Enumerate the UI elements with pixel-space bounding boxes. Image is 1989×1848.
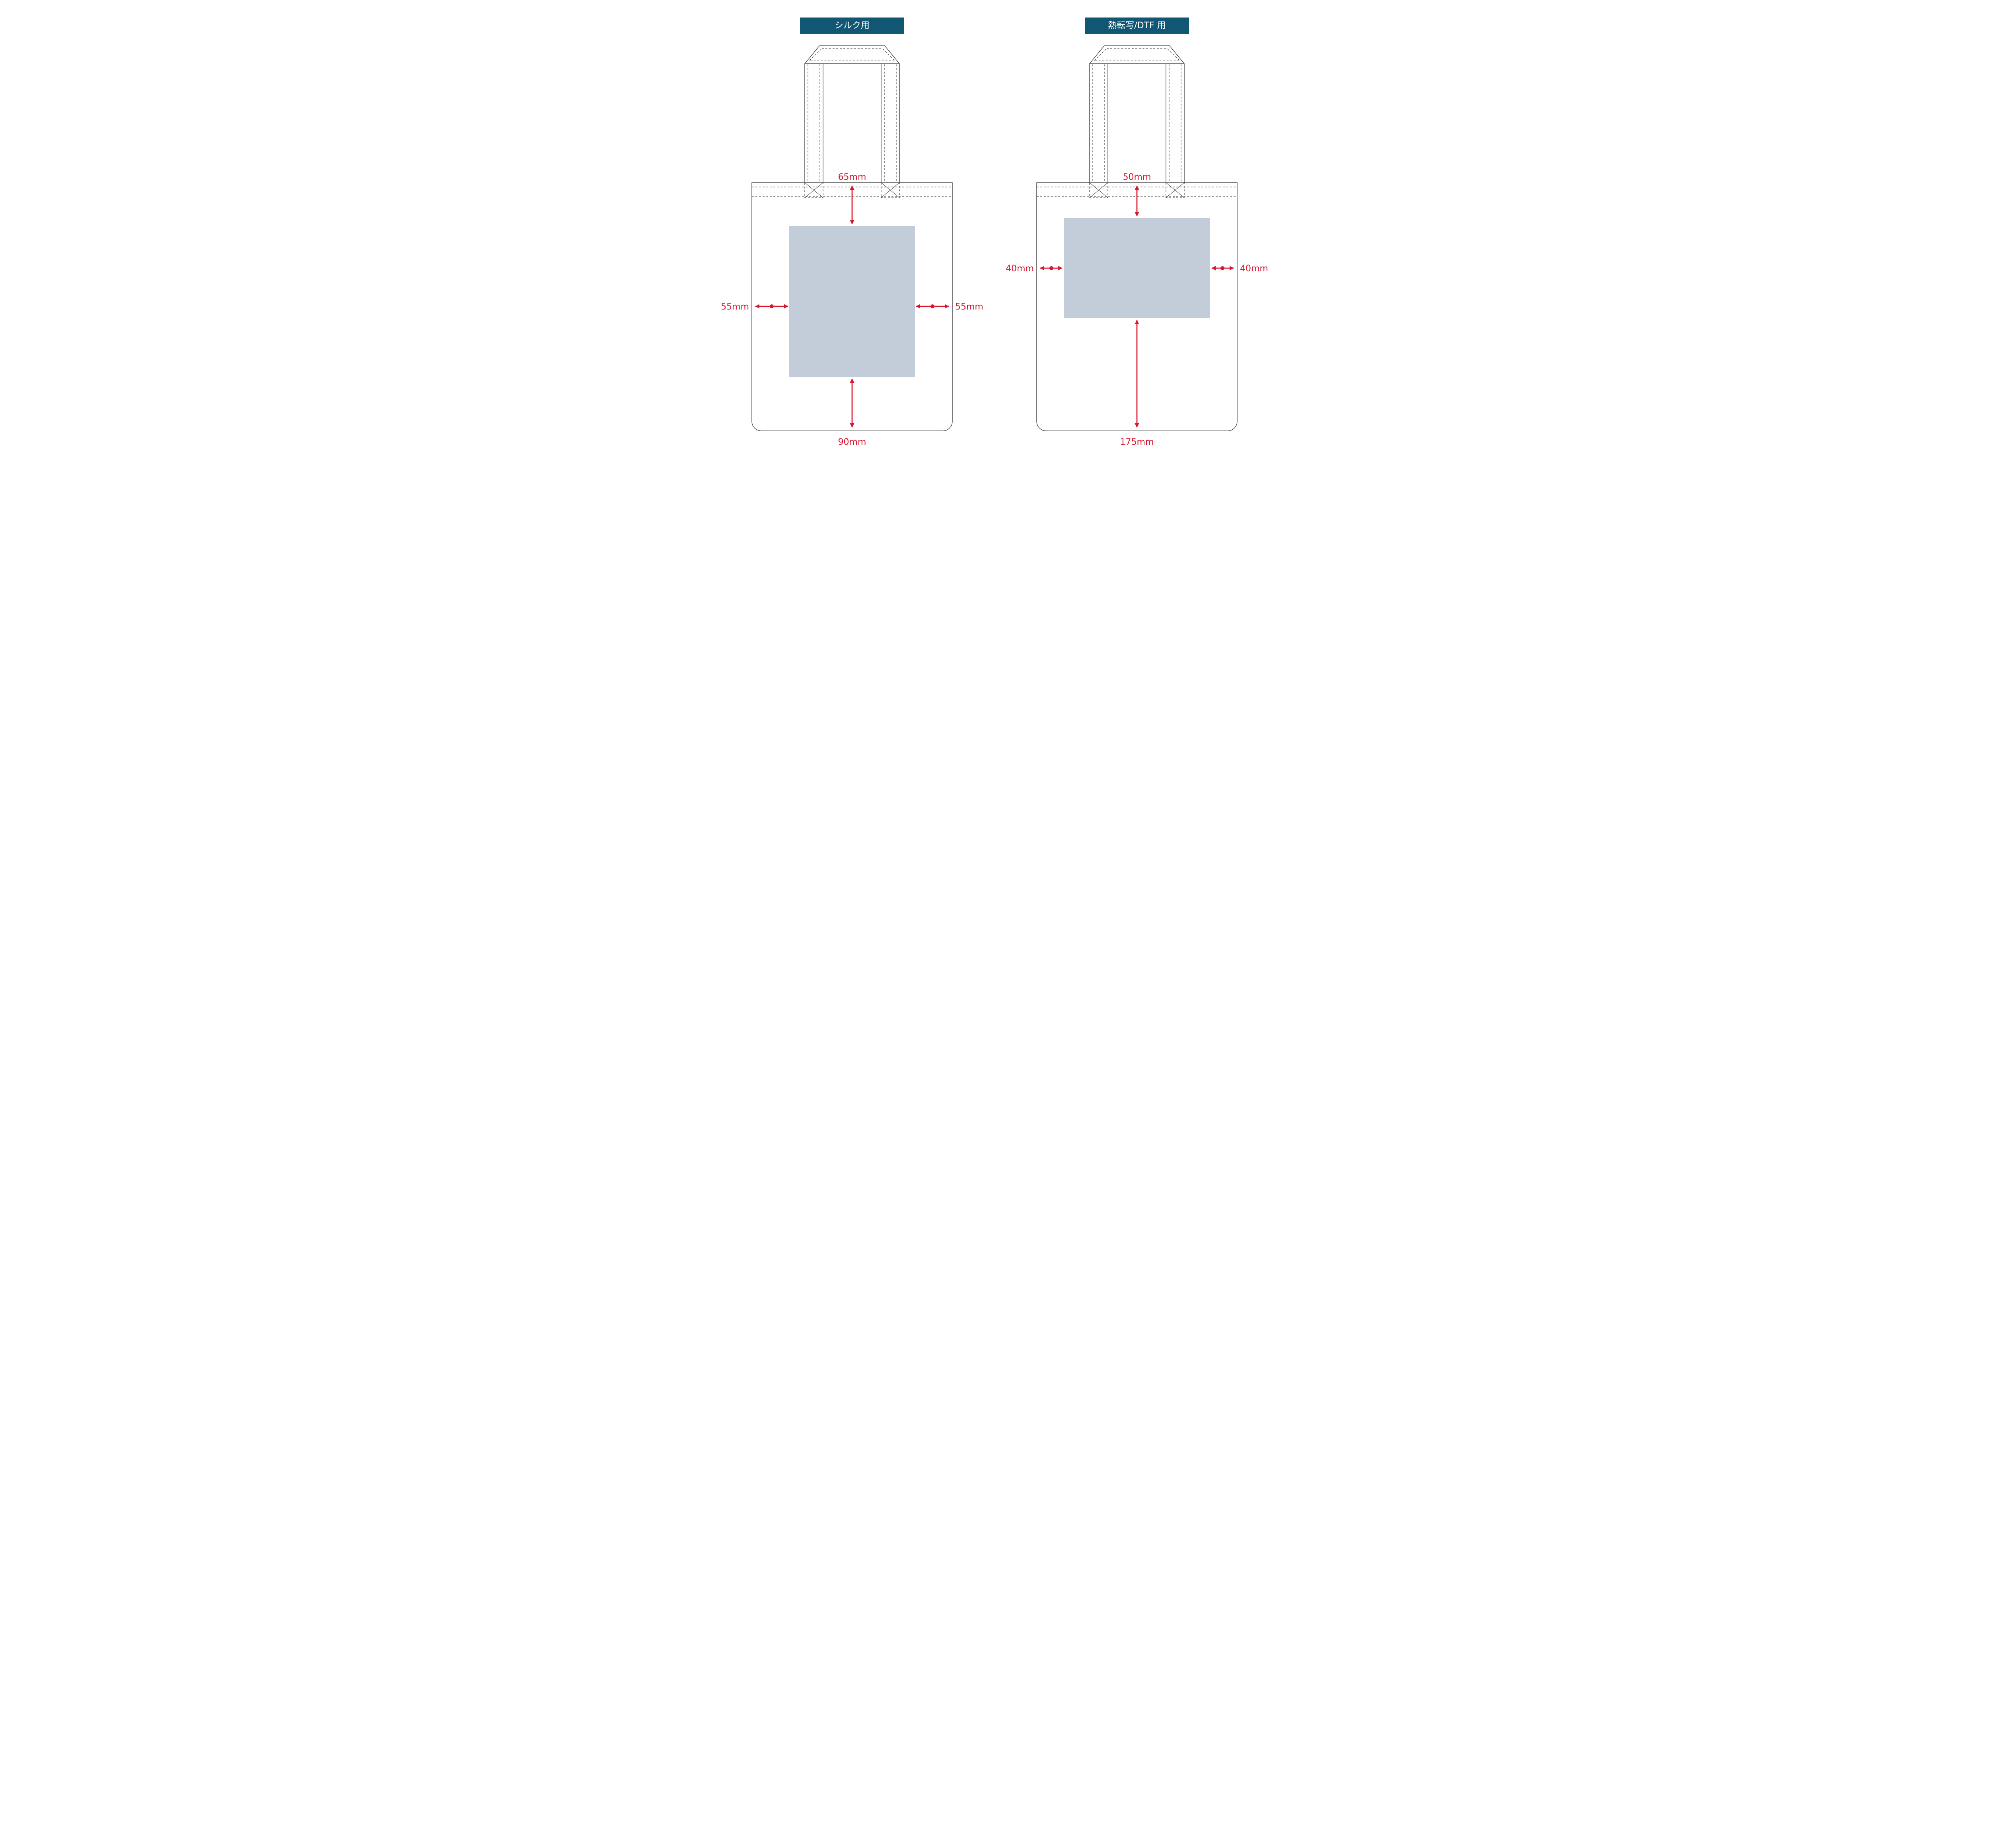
strap-attachment-right xyxy=(881,182,900,198)
dimension-label-bottom: 175mm xyxy=(1120,437,1154,447)
diagram-title-dtf-label: 熱転写/DTF 用 xyxy=(1108,21,1166,31)
print-area-dtf xyxy=(1064,218,1210,318)
dimension-dot-right xyxy=(1220,266,1224,270)
diagram-title-dtf: 熱転写/DTF 用 xyxy=(1085,18,1189,34)
strap-attachment-left xyxy=(804,182,823,198)
print-area-silk xyxy=(789,226,915,377)
diagram-dtf-drawing: 50mm 40mm 40mm 175mm xyxy=(1006,45,1268,447)
dimension-label-top: 50mm xyxy=(1123,172,1151,182)
dimension-label-left: 40mm xyxy=(1006,264,1034,274)
dimension-label-bottom: 90mm xyxy=(838,437,866,447)
handle xyxy=(1089,45,1185,183)
dimension-dot-right xyxy=(930,304,934,308)
dimension-label-right: 55mm xyxy=(955,302,983,312)
handle xyxy=(804,45,900,183)
print-area-guide: 65mm 55mm 55mm 90mm シルク用 xyxy=(710,0,1279,462)
diagram-dtf: 50mm 40mm 40mm 175mm 熱転写/DTF 用 xyxy=(994,0,1279,462)
handle-top-stitch xyxy=(808,48,896,61)
dimension-label-right: 40mm xyxy=(1240,264,1268,274)
dimension-label-top: 65mm xyxy=(838,172,866,182)
dimension-label-left: 55mm xyxy=(721,302,749,312)
dimension-dot-left xyxy=(770,304,774,308)
dimension-dot-left xyxy=(1049,266,1053,270)
strap-attachment-right xyxy=(1166,182,1185,198)
handle-top-stitch xyxy=(1093,48,1181,61)
diagram-title-silk-label: シルク用 xyxy=(834,21,870,31)
diagram-silk-drawing: 65mm 55mm 55mm 90mm xyxy=(721,45,983,447)
diagram-silk: 65mm 55mm 55mm 90mm シルク用 xyxy=(710,0,994,462)
strap-attachment-left xyxy=(1089,182,1108,198)
diagram-title-silk: シルク用 xyxy=(800,18,904,34)
